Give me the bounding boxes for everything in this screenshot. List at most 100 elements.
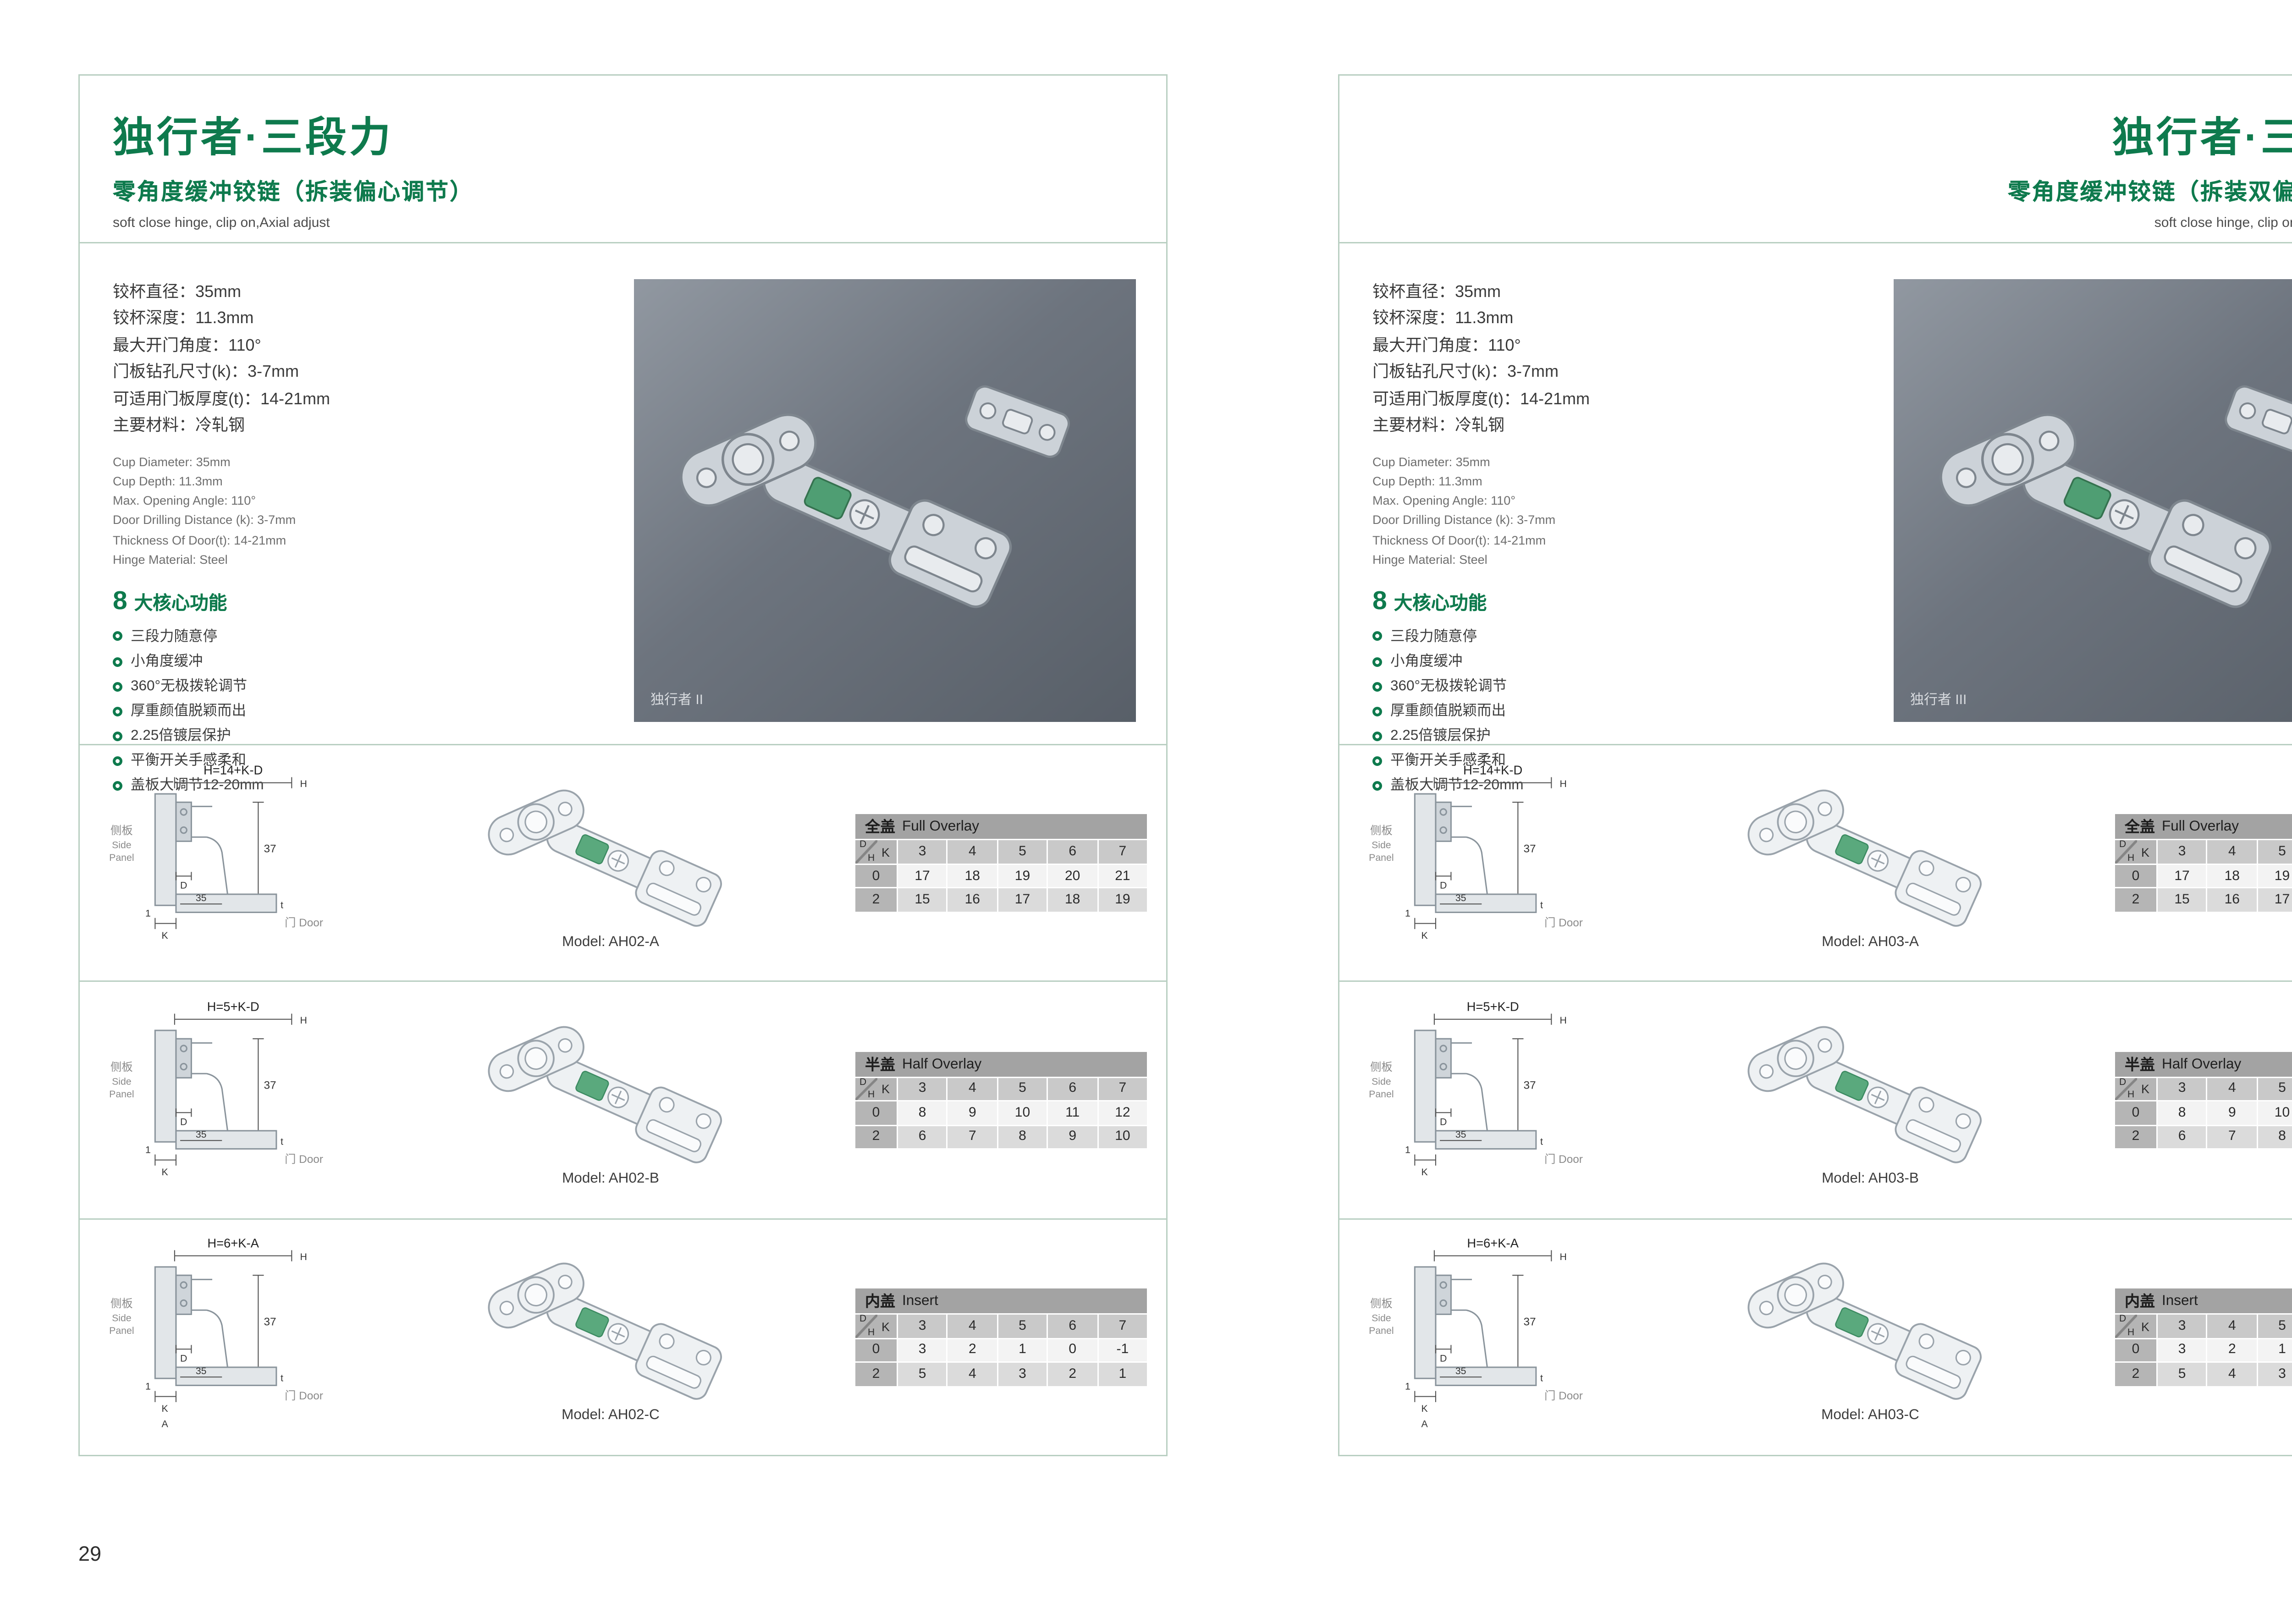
spec-line-en: Thickness Of Door(t): 14-21mm: [113, 533, 286, 547]
spec-line-en: Cup Depth: 11.3mm: [1372, 474, 1482, 488]
overlay-type-cn: 内盖: [2125, 1294, 2155, 1311]
feature-bullet-icon: [113, 632, 122, 642]
feature-bullet-icon: [113, 706, 122, 716]
k-header-cell: 4: [948, 1315, 997, 1338]
value-cell: 17: [2258, 889, 2292, 912]
value-cell: 11: [1048, 1101, 1097, 1125]
feature-bullet-icon: [113, 731, 122, 741]
d-label-cell: 0: [855, 1338, 897, 1362]
d-label-cell: 0: [855, 864, 897, 888]
feature-bullet-icon: [1372, 656, 1382, 666]
corner-k-label: K: [2141, 845, 2149, 859]
feature-item: 360°无极拨轮调节: [1372, 674, 1861, 699]
value-cell: 17: [998, 889, 1047, 912]
hinge-illustration-block: Model: AH03-C: [1625, 1250, 2115, 1424]
value-cell: 1: [998, 1338, 1047, 1362]
catalog-page-30: 独行者·三段力 零角度缓冲铰链（拆装双偏心调节） soft close hing…: [1338, 74, 2292, 1456]
value-cell: 2: [1048, 1363, 1097, 1386]
hinge-cup-shape: [1435, 1038, 1452, 1079]
variant-sections: H=14+K-D H 侧板 Side Panel D 37 35 t 门 D: [1339, 744, 2292, 1455]
dim-37-label: 37: [1523, 1079, 1536, 1092]
corner-k-label: K: [881, 1319, 890, 1333]
value-cell: 3: [998, 1363, 1047, 1386]
value-cell: 18: [1048, 889, 1097, 912]
overlay-table-title: 半盖 Half Overlay: [855, 1051, 1147, 1077]
side-panel-label-en2: Panel: [1369, 1326, 1394, 1337]
hinge-arm-group: [546, 819, 722, 926]
value-cell: -1: [1098, 1338, 1147, 1362]
corner-d-label: D: [2119, 1078, 2127, 1088]
k-header-cell: 4: [2208, 1315, 2257, 1338]
hinge-line-art: [488, 1263, 722, 1400]
dim-t-label: t: [1540, 1136, 1543, 1147]
dim-h-label: H: [300, 778, 307, 789]
variant-sections: H=14+K-D H 侧板 Side Panel D 37 35 t 门 D: [80, 744, 1166, 1455]
k-header-cell: 5: [998, 1315, 1047, 1338]
corner-k-label: K: [2141, 1319, 2149, 1333]
photo-mounting-plate: [2224, 385, 2292, 458]
page-number-right: 30: [1338, 1543, 2292, 1566]
k-header-cell: 5: [2258, 1078, 2292, 1101]
value-cell: 6: [2158, 1126, 2207, 1149]
dim-h-label: H: [1560, 778, 1567, 789]
spec-line-cn: 可适用门板厚度(t)：14-21mm: [1372, 389, 1590, 408]
installation-diagram: H=6+K-A H 侧板 Side Panel D 37 35 t 门 Do: [1353, 1234, 1625, 1440]
installation-diagram: H=5+K-D H 侧板 Side Panel D 37 35 t 门 Do: [1353, 997, 1625, 1203]
dim-d-label: D: [1440, 1354, 1447, 1365]
corner-d-label: D: [2119, 841, 2127, 851]
side-panel-label-en2: Panel: [109, 1326, 134, 1337]
door-label: 门 Door: [1544, 1390, 1583, 1403]
value-cell: 8: [2158, 1101, 2207, 1125]
k-header-cell: 5: [2258, 1315, 2292, 1338]
hinge-line-art: [1747, 1263, 1982, 1400]
spec-line-en: Thickness Of Door(t): 14-21mm: [1372, 533, 1546, 547]
overlay-table-title: 全盖 Full Overlay: [855, 815, 1147, 840]
side-panel-shape: [1414, 793, 1437, 906]
hinge-line-art: [488, 789, 722, 926]
spec-line-en: Cup Diameter: 35mm: [113, 454, 231, 468]
side-panel-label-cn: 侧板: [110, 1061, 133, 1073]
installation-diagram-drawing: H=5+K-D H 侧板 Side Panel D 37 35 t 门 Do: [109, 999, 323, 1178]
d-label-cell: 2: [855, 1126, 897, 1149]
value-cell: 9: [1048, 1126, 1097, 1149]
series-title: 独行者·三段力: [113, 116, 393, 161]
door-shape: [175, 1367, 277, 1387]
spec-line-en: Hinge Material: Steel: [113, 552, 228, 567]
feature-bullet-icon: [1372, 731, 1382, 741]
overlay-type-cn: 半盖: [865, 1057, 895, 1074]
dim-1-label: 1: [1405, 1381, 1410, 1392]
installation-diagram: H=5+K-D H 侧板 Side Panel D 37 35 t 门 Do: [94, 997, 366, 1203]
corner-d-label: D: [2119, 1315, 2127, 1325]
value-cell: 17: [2158, 864, 2207, 888]
spec-line-cn: 铰杯深度：11.3mm: [113, 308, 254, 328]
dim-37-label: 37: [264, 842, 276, 855]
catalog-page-29: 独行者·三段力 零角度缓冲铰链（拆装偏心调节） soft close hinge…: [78, 74, 1168, 1456]
value-cell: 7: [2208, 1126, 2257, 1149]
value-cell: 3: [2158, 1338, 2207, 1362]
dim-k-label: K: [162, 930, 168, 941]
installation-diagram: H=14+K-D H 侧板 Side Panel D 37 35 t 门 D: [1353, 760, 1625, 966]
hinge-cup-shape: [1435, 801, 1452, 842]
feature-item: 小角度缓冲: [1372, 649, 1861, 674]
spec-line-en: Cup Diameter: 35mm: [1372, 454, 1490, 468]
value-cell: 2: [948, 1338, 997, 1362]
product-photo-hinge-art: [1939, 385, 2292, 608]
value-cell: 16: [2208, 889, 2257, 912]
overlay-table-title: 内盖 Insert: [2115, 1288, 2292, 1314]
d-label-cell: 2: [2115, 1126, 2156, 1149]
feature-text: 盖板大调节12-20mm: [1390, 777, 1524, 794]
corner-d-label: D: [860, 841, 867, 851]
feature-text: 厚重颜值脱颖而出: [1390, 703, 1506, 720]
door-label: 门 Door: [285, 1153, 323, 1166]
dim-k-label: K: [162, 1404, 168, 1415]
value-cell: 9: [948, 1101, 997, 1125]
k-header-cell: 3: [2158, 841, 2207, 864]
value-cell: 6: [898, 1126, 947, 1149]
